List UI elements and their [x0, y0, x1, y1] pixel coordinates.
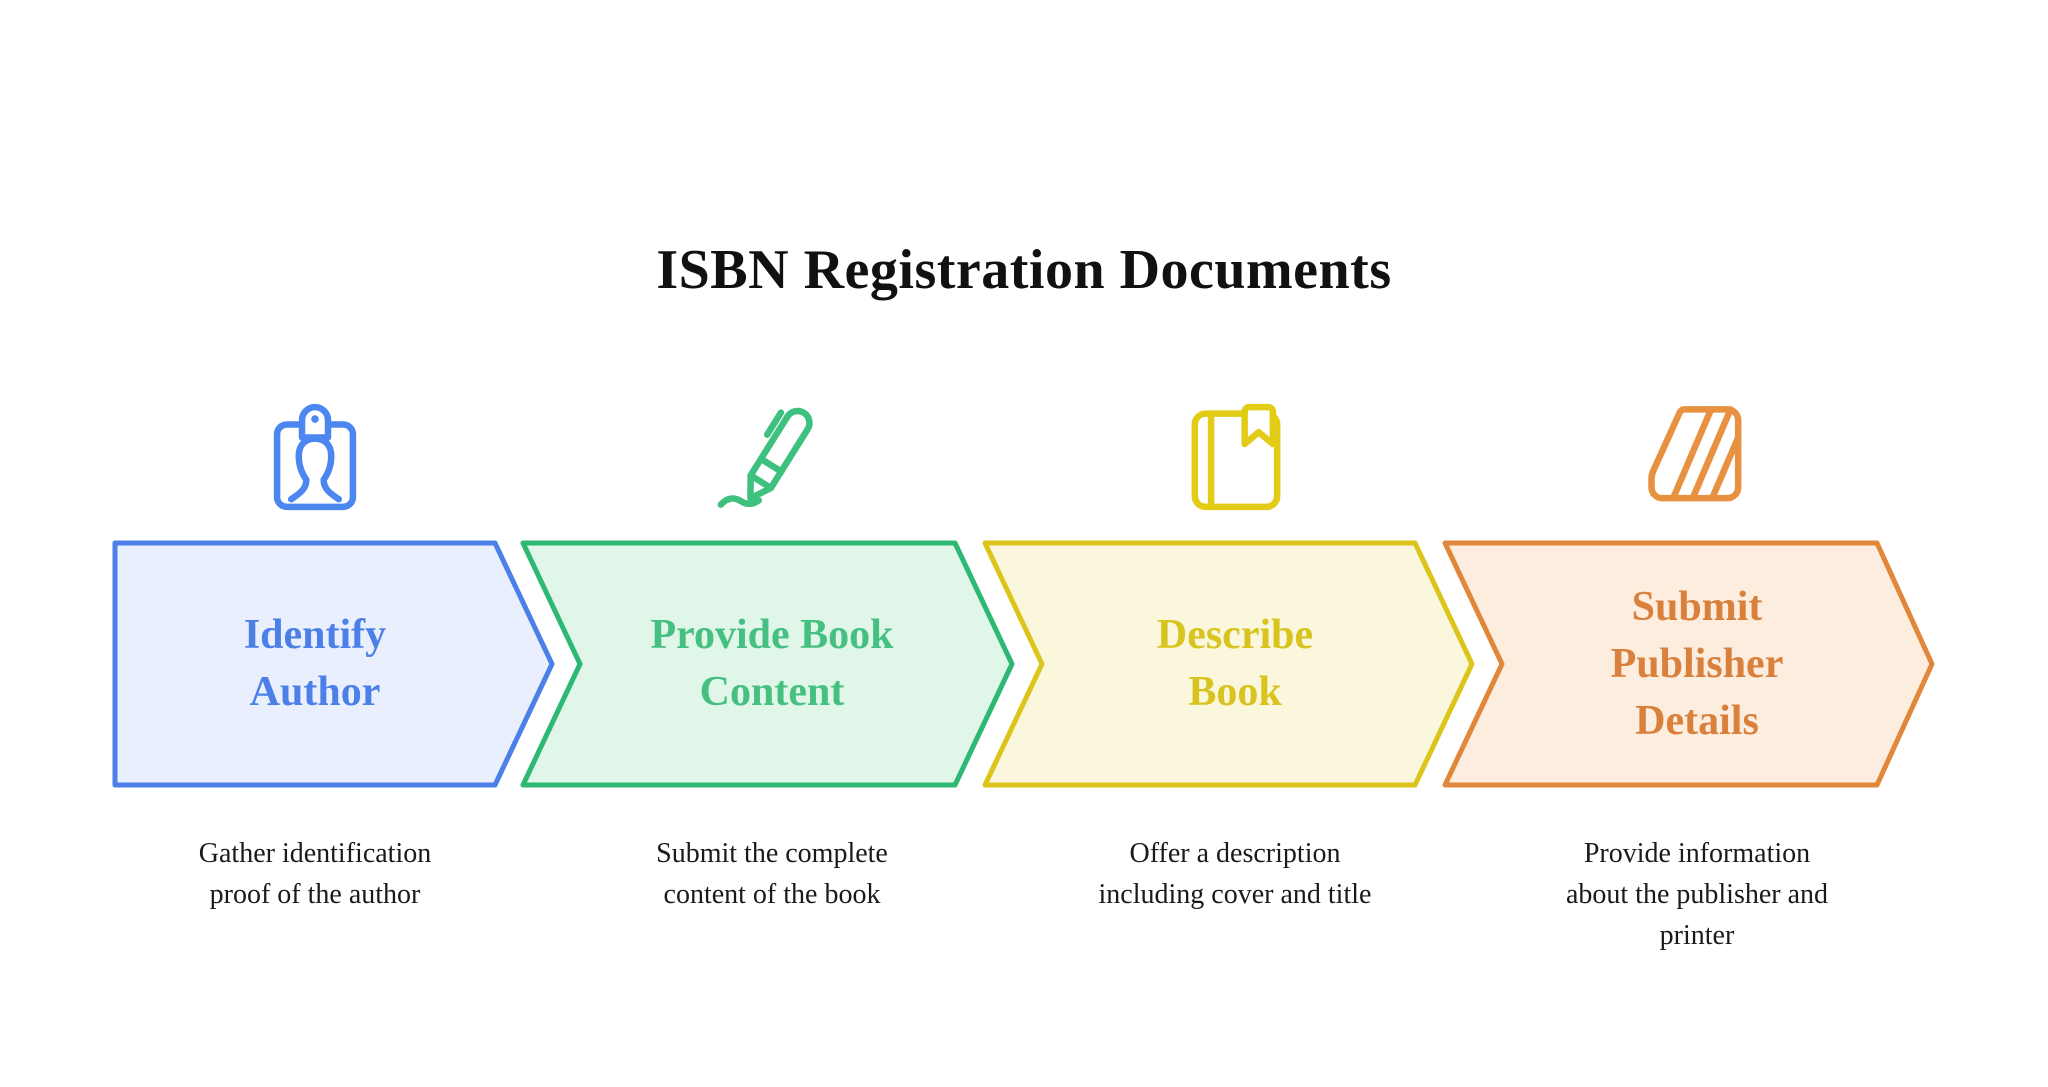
step-1-label: Identify Author [243, 612, 387, 715]
step-3-label: Describe Book [1156, 612, 1314, 715]
id-badge-icon [250, 392, 380, 522]
pen-writing-icon [710, 392, 840, 522]
step-1-arrow-shape [112, 540, 555, 788]
step-4-arrow-shape [1442, 540, 1935, 788]
step-4-description: Provide information about the publisher … [1565, 838, 1829, 951]
step-2-description: Submit the complete content of the book [656, 838, 888, 910]
step-2-arrow-shape [520, 540, 1015, 788]
page-title: ISBN Registration Documents [656, 239, 1392, 301]
step-1-description: Gather identification proof of the autho… [198, 838, 432, 910]
step-3-description: Offer a description including cover and … [1098, 838, 1372, 910]
bookmarked-book-icon [1171, 392, 1301, 522]
step-4-label: Submit Publisher Details [1610, 583, 1784, 744]
step-2-label: Provide Book Content [650, 612, 894, 715]
step-3-arrow-shape [982, 540, 1475, 788]
paper-stack-icon [1632, 392, 1762, 522]
